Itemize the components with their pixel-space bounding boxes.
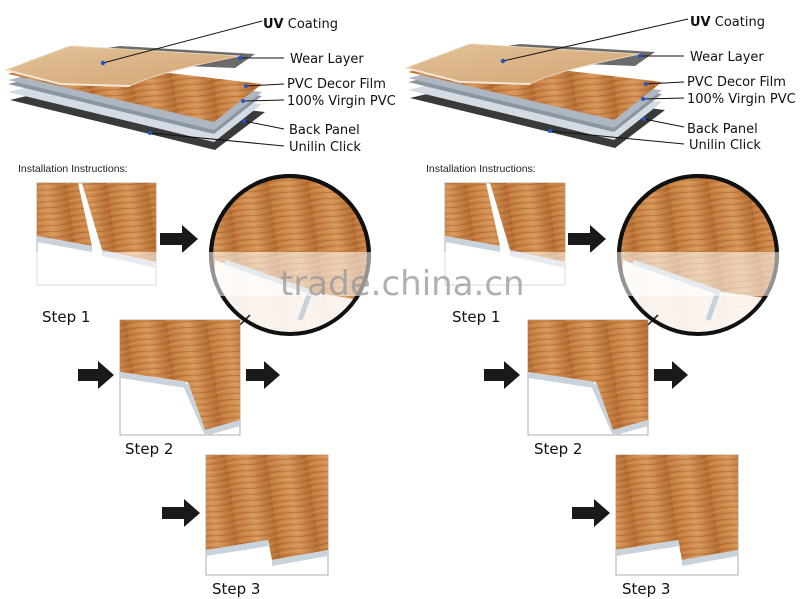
virgin-pvc-label: 100% Virgin PVC <box>287 94 396 109</box>
step1-image <box>36 182 157 286</box>
step2-out-arrow-icon <box>246 361 280 389</box>
step3-arrow-icon <box>162 499 200 527</box>
watermark-text: trade.china.cn <box>280 264 525 304</box>
callout-lines <box>102 20 285 147</box>
back-panel-label: Back Panel <box>687 122 758 137</box>
unilin-click-label: Unilin Click <box>689 138 761 153</box>
step2-in-arrow-icon <box>78 361 114 389</box>
step2-label: Step 2 <box>534 440 582 458</box>
step3-label: Step 3 <box>622 580 670 598</box>
magnifier-circle <box>617 174 780 340</box>
step3-image <box>615 454 739 576</box>
decor-film-label: PVC Decor Film <box>287 77 386 92</box>
magnifier-circle <box>209 174 371 340</box>
installation-title: Installation Instructions: <box>426 163 536 175</box>
step2-image <box>527 319 649 436</box>
step3-label: Step 3 <box>212 580 260 598</box>
step2-image <box>119 319 241 436</box>
wear-layer-label: Wear Layer <box>290 52 364 67</box>
step2-label: Step 2 <box>125 440 173 458</box>
callout-dots <box>100 56 248 135</box>
decor-film-label: PVC Decor Film <box>687 75 786 90</box>
unilin-click-label: Unilin Click <box>289 140 361 155</box>
callout-lines <box>502 18 689 145</box>
back-panel-label: Back Panel <box>289 123 360 138</box>
uv-coating-label: UV Coating <box>690 15 765 30</box>
step1-arrow-icon <box>160 225 198 253</box>
step3-image <box>205 454 329 576</box>
virgin-pvc-label: 100% Virgin PVC <box>687 92 796 107</box>
step2-in-arrow-icon <box>484 361 520 389</box>
wear-layer-label: Wear Layer <box>690 50 764 65</box>
step1-arrow-icon <box>568 225 606 253</box>
layer-stack <box>4 45 265 150</box>
step1-image <box>444 182 566 286</box>
step2-out-arrow-icon <box>654 361 688 389</box>
uv-coating-label: UV Coating <box>263 17 338 32</box>
step1-label: Step 1 <box>452 308 500 326</box>
step1-label: Step 1 <box>42 308 90 326</box>
layer-stack <box>404 43 665 148</box>
step3-arrow-icon <box>572 499 610 527</box>
callout-dots <box>500 54 648 133</box>
installation-title: Installation Instructions: <box>18 163 128 175</box>
